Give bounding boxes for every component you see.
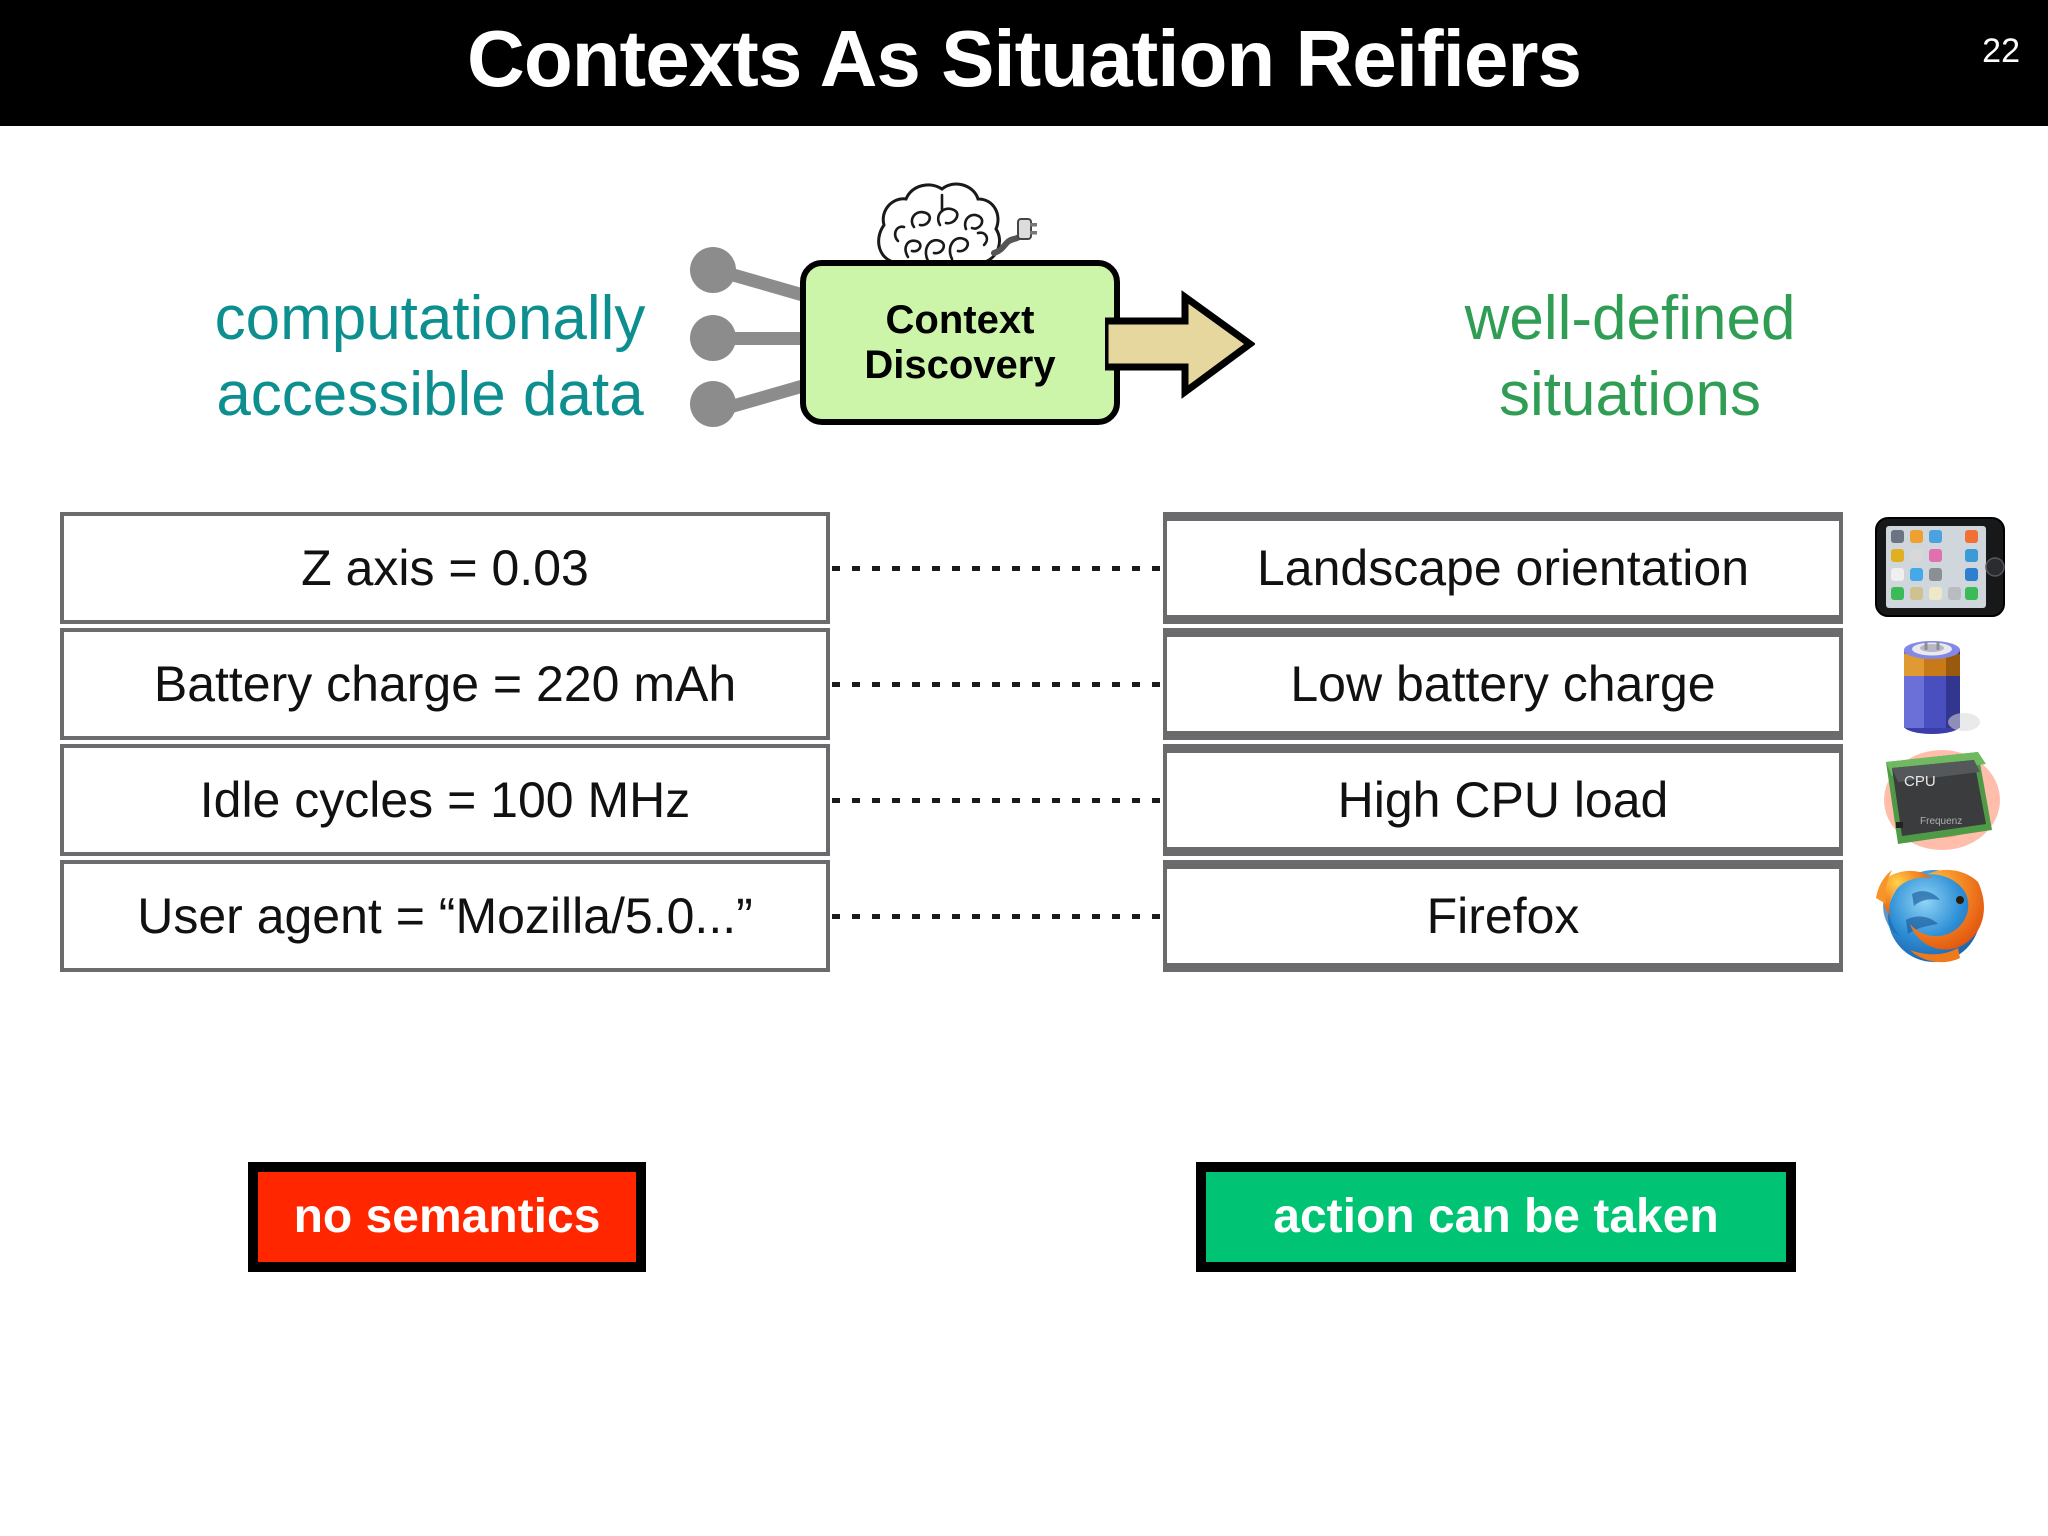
raw-data-label: User agent = “Mozilla/5.0...” — [137, 888, 753, 944]
row-connector-line — [832, 566, 1162, 571]
cpu-chip-icon: CPU Frequenz — [1884, 750, 2000, 850]
no-semantics-badge[interactable]: no semantics — [248, 1162, 646, 1272]
right-caption-line2: situations — [1499, 360, 1761, 429]
situation-box[interactable]: Low battery charge — [1163, 628, 1843, 740]
context-discovery-box[interactable]: Context Discovery — [800, 260, 1120, 425]
input-node-stem-2 — [728, 332, 810, 345]
right-arrow-icon — [1105, 290, 1255, 399]
context-discovery-line2: Discovery — [864, 342, 1056, 387]
raw-data-box[interactable]: Z axis = 0.03 — [60, 512, 830, 624]
raw-data-box[interactable]: Battery charge = 220 mAh — [60, 628, 830, 740]
context-discovery-cluster: Context Discovery — [690, 175, 1255, 455]
situation-label: Low battery charge — [1290, 656, 1716, 712]
mapping-row: Idle cycles = 100 MHz High CPU load CPU … — [0, 744, 2048, 856]
smartphone-landscape-icon — [1875, 517, 2005, 617]
context-discovery-line1: Context — [885, 297, 1035, 342]
left-caption-line1: computationally — [214, 284, 646, 353]
page-title: Contexts As Situation Reifiers — [467, 14, 1582, 103]
raw-data-label: Idle cycles = 100 MHz — [199, 772, 691, 828]
brain-with-plug-icon — [877, 182, 1037, 265]
cpu-icon-bottom-text: Frequenz — [1920, 816, 1962, 827]
raw-data-box[interactable]: User agent = “Mozilla/5.0...” — [60, 860, 830, 972]
firefox-logo-icon — [1876, 869, 1984, 963]
row-connector-line — [832, 682, 1162, 687]
mapping-row: Battery charge = 220 mAh Low battery cha… — [0, 628, 2048, 740]
right-caption-line1: well-defined — [1464, 284, 1796, 353]
situation-label: Firefox — [1426, 888, 1580, 944]
battery-icon — [1904, 641, 1980, 734]
action-can-be-taken-label: action can be taken — [1273, 1190, 1719, 1243]
situation-box[interactable]: High CPU load — [1163, 744, 1843, 856]
left-caption-line2: accessible data — [216, 360, 644, 429]
power-plug-icon — [1017, 218, 1037, 240]
mapping-row: Z axis = 0.03 Landscape orientation — [0, 512, 2048, 624]
row-connector-line — [832, 914, 1162, 919]
left-column-caption: computationally accessible data — [60, 288, 800, 426]
situation-box[interactable]: Landscape orientation — [1163, 512, 1843, 624]
mapping-row: User agent = “Mozilla/5.0...” Firefox — [0, 860, 2048, 972]
no-semantics-label: no semantics — [293, 1190, 601, 1243]
action-can-be-taken-badge[interactable]: action can be taken — [1196, 1162, 1796, 1272]
raw-data-label: Battery charge = 220 mAh — [153, 656, 737, 712]
row-connector-line — [832, 798, 1162, 803]
right-column-caption: well-defined situations — [1280, 288, 1980, 426]
page-number: 22 — [1982, 32, 2020, 70]
situation-label: High CPU load — [1337, 772, 1669, 828]
raw-data-label: Z axis = 0.03 — [301, 540, 589, 596]
raw-data-box[interactable]: Idle cycles = 100 MHz — [60, 744, 830, 856]
slide-title-bar: Contexts As Situation Reifiers 22 — [0, 0, 2048, 126]
situation-label: Landscape orientation — [1256, 540, 1750, 596]
cpu-icon-top-text: CPU — [1904, 773, 1936, 790]
situation-box[interactable]: Firefox — [1163, 860, 1843, 972]
